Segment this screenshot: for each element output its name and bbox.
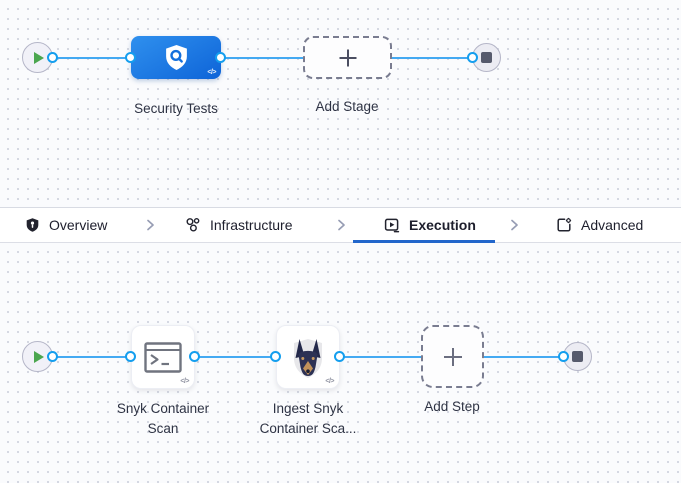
chevron-right-icon — [333, 217, 349, 233]
step-label: Snyk Container Scan — [116, 401, 210, 437]
plus-icon — [442, 346, 464, 368]
stage-config-tabbar: Overview Infrastructure Execution — [0, 207, 681, 243]
step-node-snyk-container-scan[interactable]: </> — [131, 325, 195, 389]
stop-icon — [572, 351, 583, 362]
stage-node-security-tests[interactable]: </> — [131, 36, 221, 79]
active-tab-underline — [353, 240, 495, 243]
edge-connector — [221, 57, 303, 59]
port-dot — [47, 351, 58, 362]
tab-advanced[interactable]: Advanced — [556, 208, 643, 242]
tab-label: Overview — [49, 217, 108, 233]
play-icon — [34, 350, 44, 363]
add-stage-button[interactable] — [303, 36, 392, 79]
shield-icon — [25, 217, 40, 233]
chevron-right-icon — [142, 217, 158, 233]
step-label: Ingest Snyk Container Sca... — [259, 401, 357, 437]
port-dot — [270, 351, 281, 362]
tab-infrastructure[interactable]: Infrastructure — [185, 208, 292, 242]
tab-label: Advanced — [581, 217, 644, 233]
tab-execution[interactable]: Execution — [384, 208, 476, 242]
terminal-icon — [144, 341, 182, 373]
port-dot — [125, 351, 136, 362]
edge-connector — [52, 356, 131, 358]
play-icon — [34, 51, 44, 64]
file-gear-icon — [556, 217, 572, 233]
execution-start-node — [22, 341, 53, 372]
play-board-icon — [384, 217, 400, 233]
step-node-ingest-snyk[interactable]: </> — [276, 325, 340, 389]
tab-overview[interactable]: Overview — [25, 208, 107, 242]
port-dot — [47, 52, 58, 63]
port-dot — [215, 52, 226, 63]
template-code-icon: </> — [207, 69, 216, 76]
tab-label: Infrastructure — [210, 217, 293, 233]
pipeline-end-node — [472, 43, 501, 72]
edge-connector — [340, 356, 421, 358]
port-dot — [467, 52, 478, 63]
edge-connector — [52, 57, 131, 59]
add-step-button[interactable] — [421, 325, 484, 388]
tab-label: Execution — [409, 217, 476, 233]
cluster-icon — [185, 217, 201, 233]
port-dot — [558, 351, 569, 362]
chevron-right-icon — [506, 217, 522, 233]
stage-graph-canvas[interactable]: </> Security Tests Add Stage — [0, 0, 681, 207]
edge-connector — [484, 356, 564, 358]
edge-connector — [195, 356, 276, 358]
port-dot — [189, 351, 200, 362]
add-step-label: Add Step — [424, 399, 480, 414]
snyk-doberman-icon — [287, 335, 329, 379]
edge-connector — [392, 57, 473, 59]
port-dot — [125, 52, 136, 63]
shield-search-icon — [164, 44, 189, 71]
stage-label: Security Tests — [134, 101, 218, 116]
port-dot — [334, 351, 345, 362]
execution-graph-canvas[interactable]: </> </> Snyk Container Sca — [0, 243, 681, 483]
stop-icon — [481, 52, 492, 63]
template-code-icon: </> — [325, 378, 334, 385]
add-stage-label: Add Stage — [315, 99, 379, 114]
template-code-icon: </> — [180, 378, 189, 385]
plus-icon — [338, 48, 358, 68]
